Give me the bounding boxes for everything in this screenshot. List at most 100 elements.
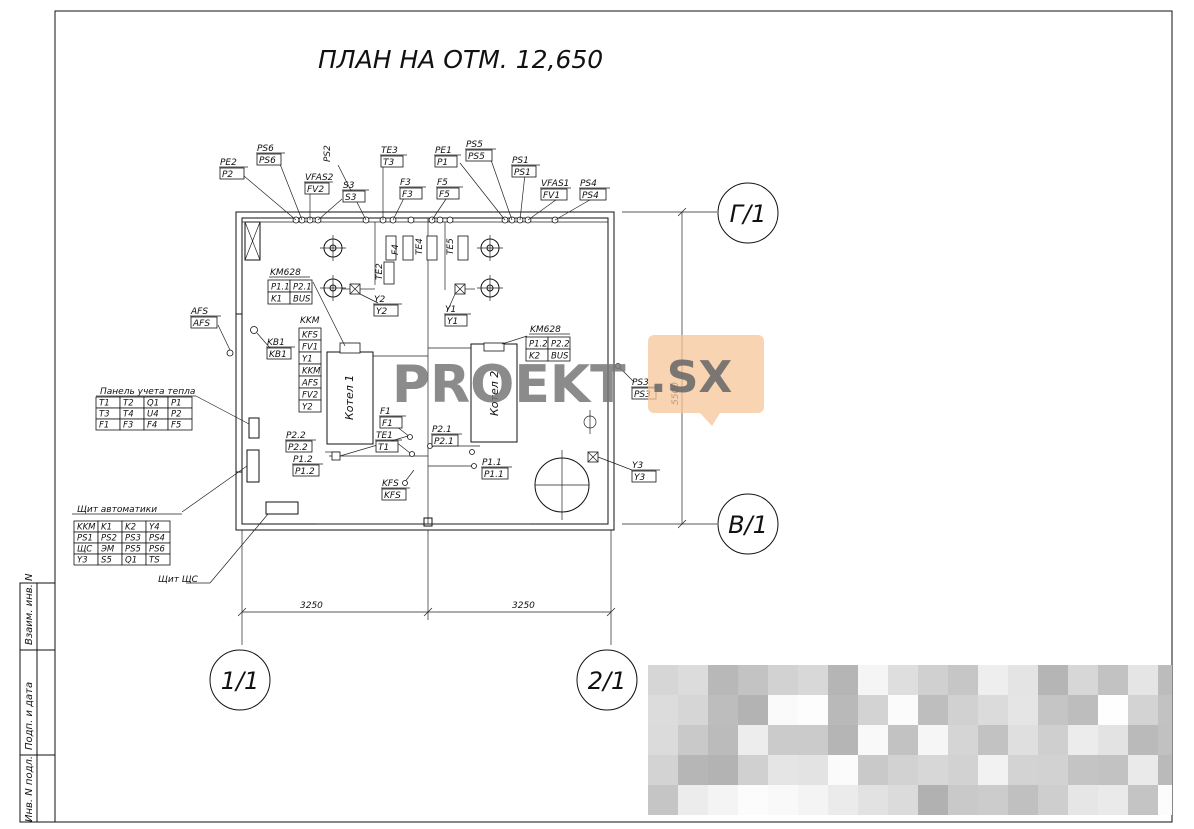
tag-box-afs: AFS [192, 319, 210, 329]
automation-panel-cell: ЩС [77, 545, 92, 555]
automation-panel-cell: PS3 [125, 534, 141, 544]
wall-panel [235, 313, 243, 473]
tag-p22: P2.2 [286, 431, 306, 441]
tag-ps4: PS4 [580, 179, 597, 189]
afs-sensor-icon [226, 349, 234, 357]
tag-box-p11: P1.1 [484, 470, 504, 480]
valve-y1-icon [454, 283, 466, 295]
watermark-left: PROEKT [392, 355, 626, 415]
pixelated-title-block [648, 665, 1172, 815]
km628-left-cell: P1.1 [271, 283, 290, 293]
automation-panel-cell: K1 [101, 523, 112, 533]
tag-box-pe2: P2 [222, 170, 233, 180]
automation-panel-cell: Q1 [125, 556, 137, 566]
diffusers [320, 235, 503, 301]
tag-box-p21: P2.1 [434, 437, 454, 447]
axis-v-bubble [717, 493, 779, 555]
stamp-inv-label: Инв. N подл. [24, 756, 35, 822]
kkm-list-cell: Y1 [302, 355, 313, 365]
kkm-list-cell: KFS [302, 331, 318, 341]
tag-box-f1: F1 [382, 419, 393, 429]
tag-box-te1: T1 [378, 443, 389, 453]
heat-panel-cell: U4 [147, 410, 159, 420]
kb1-sensor-icon [250, 326, 258, 334]
watermark-right: .SX [650, 352, 732, 403]
tag-ps5: PS5 [466, 140, 483, 150]
stamp-mutual-label: Взаим. инв. N [24, 573, 35, 645]
tag-te4a: TE4 [415, 238, 425, 255]
axis-g-label: Г/1 [730, 200, 767, 228]
tag-p11: P1.1 [482, 458, 502, 468]
tag-kb1: KB1 [267, 338, 285, 348]
heat-panel-cell: T3 [99, 410, 110, 420]
tag-te2: TE2 [375, 263, 385, 280]
axis-1-bubble [209, 649, 271, 711]
heat-panel-cell: T2 [123, 399, 134, 409]
heat-panel-cell: P1 [171, 399, 182, 409]
automation-panel-cell: KKM [77, 523, 96, 533]
tag-box-kfs: KFS [384, 491, 401, 501]
tag-p21: P2.1 [432, 425, 452, 435]
tag-pe2: PE2 [220, 158, 237, 168]
heat-panel-cell: P2 [171, 410, 182, 420]
automation-panel-box [246, 449, 260, 483]
tag-km628-right: KM628 [530, 325, 561, 335]
automation-panel-cell: PS6 [149, 545, 166, 555]
tag-te3: TE3 [381, 146, 398, 156]
axis-2-label: 2/1 [588, 667, 627, 695]
heat-panel-cell: T1 [99, 399, 110, 409]
tag-te1: TE1 [376, 431, 393, 441]
tag-box-vfas1: FV1 [543, 191, 560, 201]
axis-v-label: В/1 [728, 511, 768, 539]
km628-right-cell: BUS [551, 352, 569, 362]
tag-kkm: KKM [300, 316, 320, 326]
heat-panel-cell: T4 [123, 410, 134, 420]
tag-ps3: PS3 [632, 378, 649, 388]
tag-vfas2: VFAS2 [305, 173, 334, 183]
dim-left: 3250 [300, 601, 323, 611]
tag-box-ps5: PS5 [468, 152, 485, 162]
kkm-list-cell: FV1 [302, 343, 318, 353]
km628-left-cell: BUS [293, 295, 311, 305]
automation-panel-cell: PS1 [77, 534, 93, 544]
km628-left-cell: P2.1 [293, 283, 312, 293]
tag-box-f5: F5 [439, 190, 450, 200]
shs-label: Щит ЩС [158, 575, 199, 585]
dim-right: 3250 [512, 601, 535, 611]
top-sensors [292, 216, 559, 224]
tag-box-vfas2: FV2 [307, 185, 324, 195]
automation-panel-label: Щит автоматики [77, 505, 157, 515]
tag-box-p12: P1.2 [295, 467, 315, 477]
tag-ps1: PS1 [512, 156, 529, 166]
tag-km628-left: KM628 [270, 268, 301, 278]
boiler-2-label: Котел 2 [488, 371, 501, 416]
tag-kfs: KFS [382, 479, 399, 489]
tag-te5a: TE5 [446, 238, 456, 255]
heat-panel-cell: F5 [171, 421, 181, 431]
kkm-list-cell: FV2 [302, 391, 318, 401]
axis-g-bubble [717, 182, 779, 244]
tag-ps2: PS2 [323, 145, 333, 162]
automation-panel-cell: Y3 [77, 556, 88, 566]
heat-panel-cell: Q1 [147, 399, 159, 409]
kkm-list-cell: AFS [301, 379, 319, 389]
tag-box-ps4: PS4 [582, 191, 599, 201]
automation-panel-cell: TS [149, 556, 160, 566]
km628-right-cell: P2.2 [551, 340, 570, 350]
tag-f5: F5 [437, 178, 448, 188]
tag-y2: Y2 [374, 295, 385, 305]
heat-panel-cell: F4 [147, 421, 157, 431]
automation-panel-cell: K2 [125, 523, 136, 533]
tag-box-f3: F3 [402, 190, 413, 200]
tag-box-s3: S3 [345, 193, 357, 203]
heat-meter-panel-box [248, 417, 260, 439]
tag-pe1: PE1 [435, 146, 452, 156]
tag-box-y2: Y2 [376, 307, 387, 317]
tag-box-ps3: PS3 [634, 390, 651, 400]
km628-right-cell: P1.2 [529, 340, 548, 350]
tag-vfas1: VFAS1 [541, 179, 569, 189]
automation-panel-cell: Y4 [149, 523, 160, 533]
